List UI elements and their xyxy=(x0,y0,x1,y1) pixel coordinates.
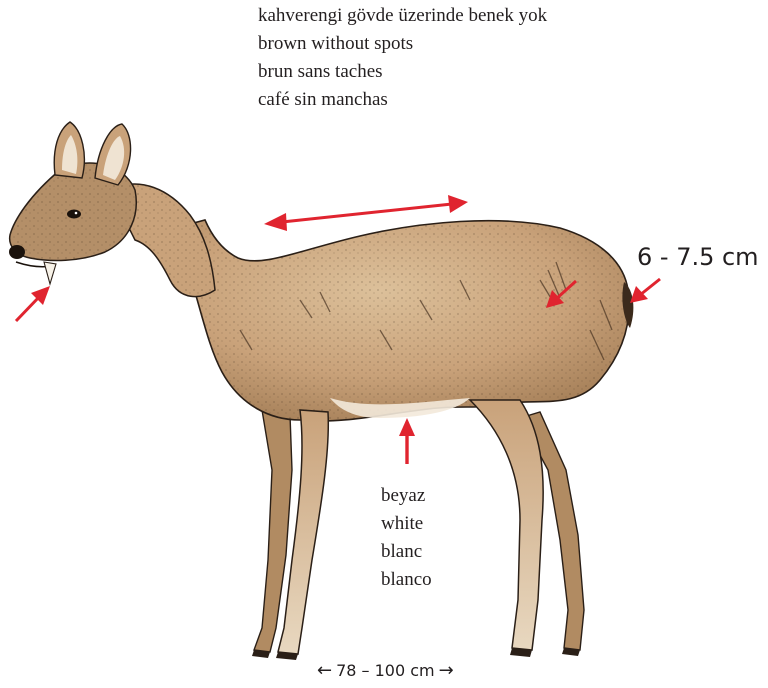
body-color-labels: kahverengi gövde üzerinde benek yok brow… xyxy=(258,2,547,114)
belly-arrow xyxy=(399,418,415,464)
body-color-label-tr: kahverengi gövde üzerinde benek yok xyxy=(258,2,547,30)
body-color-label-es: café sin manchas xyxy=(258,86,547,114)
body-length-label: 78 – 100 cm xyxy=(336,661,435,680)
arrow-left-icon: ← xyxy=(317,660,332,681)
belly-color-label-fr: blanc xyxy=(381,538,432,566)
deer-body xyxy=(175,220,633,421)
belly-color-label-es: blanco xyxy=(381,566,432,594)
body-length-measure: ← 78 – 100 cm → xyxy=(313,660,458,681)
belly-color-label-en: white xyxy=(381,510,432,538)
belly-color-labels: beyaz white blanc blanco xyxy=(381,482,432,594)
tail-size-label: 6 - 7.5 cm xyxy=(637,243,759,271)
arrow-right-icon: → xyxy=(439,660,454,681)
belly-color-label-tr: beyaz xyxy=(381,482,432,510)
body-color-label-en: brown without spots xyxy=(258,30,547,58)
deer-head xyxy=(9,122,215,297)
body-color-label-fr: brun sans taches xyxy=(258,58,547,86)
tail-arrow xyxy=(630,279,660,303)
tusk-arrow xyxy=(16,286,50,321)
